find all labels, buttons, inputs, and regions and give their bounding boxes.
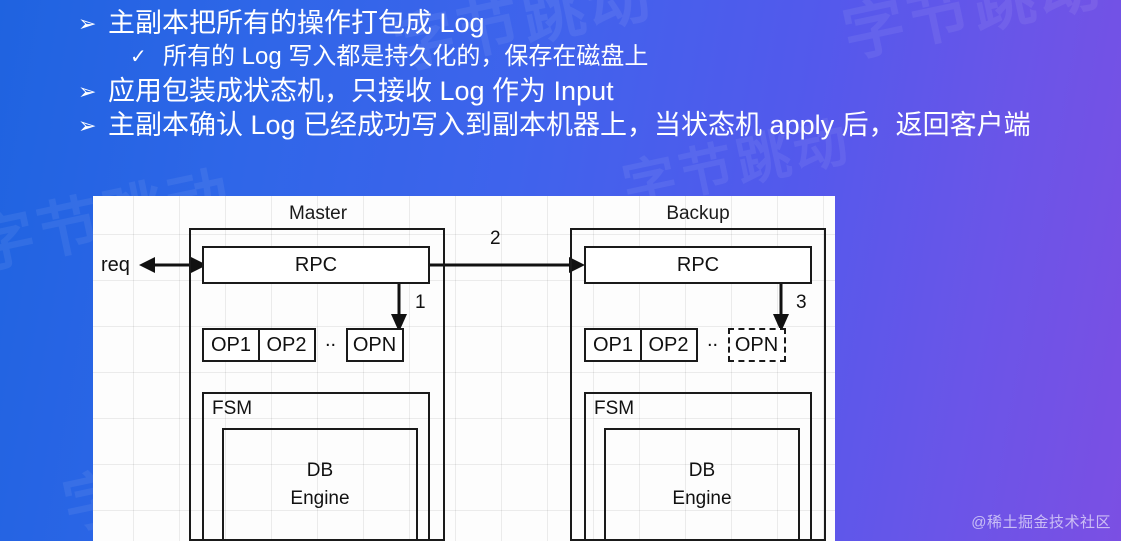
step-1-label: 1 [415,292,426,313]
req-label: req [101,254,130,276]
backup-db-line2: Engine [672,487,732,509]
backup-op-2: OP2 [639,328,698,362]
backup-db-engine-box: DB Engine [604,428,800,541]
architecture-diagram: req Master RPC OP1 OP2 .. OPN FSM DB Eng… [93,196,835,541]
arrow-bullet-icon: ➢ [78,11,97,36]
backup-fsm-label: FSM [594,398,635,419]
backup-db-line1: DB [688,459,716,481]
bullet-item: ➢ 应用包装成状态机，只接收 Log 作为 Input [0,75,1121,107]
master-db-line2: Engine [290,487,350,509]
bullet-item: ➢ 主副本把所有的操作打包成 Log [0,8,1121,39]
backup-op-strip: OP1 OP2 .. OPN [584,328,786,362]
master-title: Master [288,203,348,224]
bullet-item: ➢ 主副本确认 Log 已经成功写入到副本机器上，当状态机 apply 后，返回… [0,111,1121,141]
bullet-list: ➢ 主副本把所有的操作打包成 Log ✓ 所有的 Log 写入都是持久化的，保存… [0,0,1121,146]
backup-title: Backup [666,203,730,224]
master-op-n: OPN [345,328,404,362]
step-2-label: 2 [490,228,501,249]
master-op-2: OP2 [257,328,316,362]
master-fsm-label: FSM [212,398,253,419]
master-db-engine-box: DB Engine [222,428,418,541]
master-op-strip: OP1 OP2 .. OPN [202,328,404,362]
arrow-bullet-icon: ➢ [78,113,97,139]
backup-op-ellipsis: .. [706,329,719,351]
bullet-text: 应用包装成状态机，只接收 Log 作为 Input [108,75,614,106]
corner-watermark: @稀土掘金技术社区 [971,514,1111,531]
bullet-item: ✓ 所有的 Log 写入都是持久化的，保存在磁盘上 [0,42,1121,71]
bullet-text: 主副本把所有的操作打包成 Log [108,8,485,38]
backup-op-n: OPN [727,328,786,362]
master-op-ellipsis: .. [324,329,337,351]
master-db-line1: DB [306,459,334,481]
backup-op-1: OP1 [584,328,642,362]
arrow-bullet-icon: ➢ [78,78,97,104]
bullet-text: 所有的 Log 写入都是持久化的，保存在磁盘上 [163,42,649,70]
bullet-text: 主副本确认 Log 已经成功写入到副本机器上，当状态机 apply 后，返回客户… [108,110,1031,141]
backup-rpc-box: RPC [584,246,812,284]
step-3-label: 3 [796,292,807,313]
check-bullet-icon: ✓ [130,45,147,68]
master-op-1: OP1 [202,328,260,362]
master-rpc-box: RPC [202,246,430,284]
